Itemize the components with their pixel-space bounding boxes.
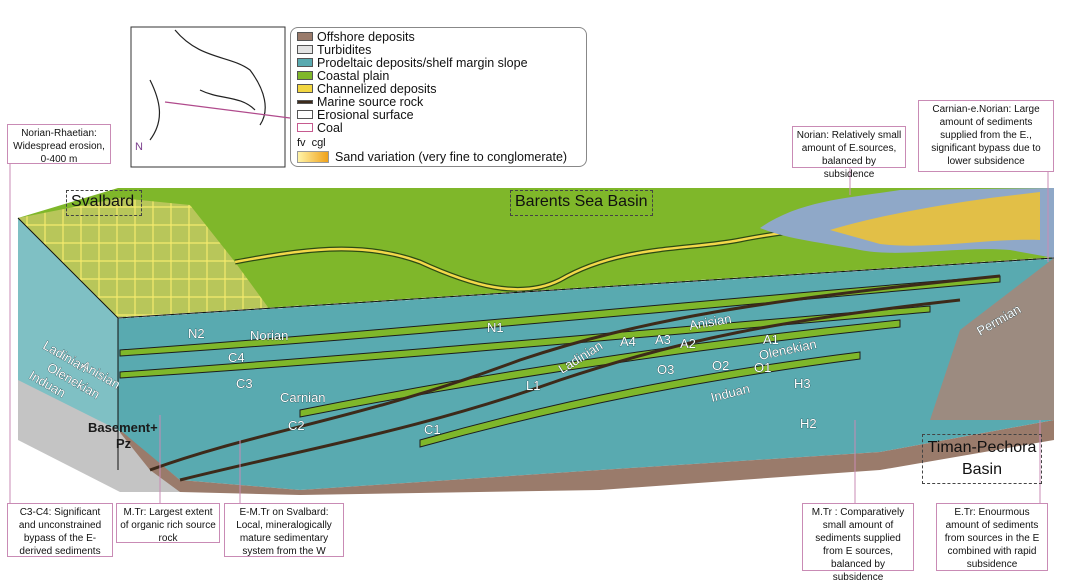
legend-item: Offshore deposits [297, 30, 415, 44]
region-barents: Barents Sea Basin [510, 190, 653, 216]
block-diagram: N N2 Norian N1 C4 C3 Carnian C2 C1 L1 La… [9, 26, 1055, 505]
legend-item: Prodeltaic deposits/shelf margin slope [297, 56, 528, 70]
label-basement: Basement+ [88, 420, 158, 435]
inset-map-frame [130, 26, 286, 168]
label-o1: O1 [754, 360, 771, 375]
east-face [930, 258, 1054, 420]
annotation-connectors [9, 150, 1049, 505]
label-a2: A2 [680, 336, 696, 351]
label-a4: A4 [620, 334, 636, 349]
label-a3: A3 [655, 332, 671, 347]
legend-item: Channelized deposits [297, 82, 437, 96]
legend-item: Marine source rock [297, 95, 423, 109]
delta-sands [830, 192, 1040, 246]
legend-item: Coal [297, 121, 343, 135]
annotation-carnian-norian: Carnian-e.Norian: Large amount of sedime… [918, 100, 1054, 172]
coastal-tongues [119, 275, 1001, 448]
label-l1: L1 [526, 378, 540, 393]
source-rock-lines [149, 274, 1001, 482]
label-h2: H2 [800, 416, 817, 431]
label-c2: C2 [288, 418, 305, 433]
annotation-emtr-svalbard: E-M.Tr on Svalbard: Local, mineralogical… [224, 503, 344, 557]
label-pz: Pz [116, 436, 132, 451]
legend-item: Coastal plain [297, 69, 389, 83]
label-c4: C4 [228, 350, 245, 365]
offshore-wedge [120, 420, 1054, 495]
annotation-norian-e: Norian: Relatively small amount of E.sou… [792, 126, 906, 180]
label-c1: C1 [424, 422, 441, 437]
region-svalbard: Svalbard [66, 190, 142, 216]
inset-map-coast [149, 29, 266, 141]
legend-item: Erosional surface [297, 108, 414, 122]
label-a1: A1 [763, 332, 779, 347]
annotation-mtr-extent: M.Tr: Largest extent of organic rich sou… [116, 503, 220, 544]
legend-sand-variation: Sand variation (very fine to conglomerat… [297, 150, 567, 164]
inset-map-north: N [135, 141, 143, 153]
annotation-etr: E.Tr: Enourmous amount of sediments from… [936, 503, 1048, 571]
label-o3: O3 [657, 362, 674, 377]
inset-map-section-line [164, 101, 291, 119]
label-n1: N1 [487, 320, 504, 335]
region-timan-pechora: Timan-Pechora Basin [922, 434, 1042, 484]
label-h3: H3 [794, 376, 811, 391]
label-norian: Norian [250, 328, 288, 343]
label-o2: O2 [712, 358, 729, 373]
legend: Offshore deposits Turbidites Prodeltaic … [290, 27, 587, 167]
label-c3: C3 [236, 376, 253, 391]
annotation-mtr-small: M.Tr : Comparatively small amount of sed… [802, 503, 914, 583]
annotation-norian-rhaetian: Norian-Rhaetian: Widespread erosion, 0-4… [7, 124, 111, 165]
basement [18, 380, 180, 492]
legend-item: Turbidites [297, 43, 371, 57]
label-carnian: Carnian [280, 390, 326, 405]
label-n2: N2 [188, 326, 205, 341]
annotation-c3c4: C3-C4: Significant and unconstrained byp… [7, 503, 113, 557]
